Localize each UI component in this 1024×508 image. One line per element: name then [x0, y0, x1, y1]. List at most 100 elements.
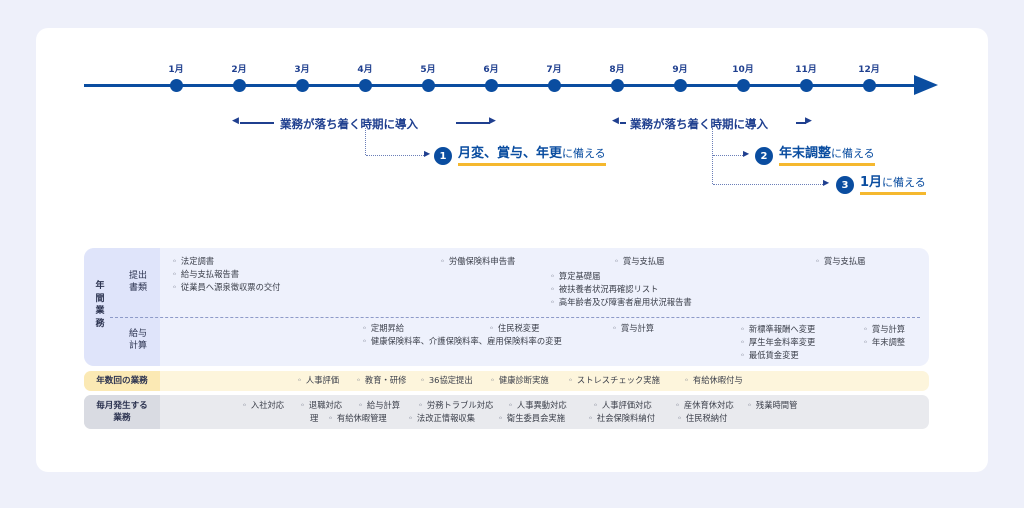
list-item: 社会保険料納付 [588, 413, 655, 424]
arrow-left-icon: ◀ [612, 116, 619, 126]
list-item: 年末調整 [863, 337, 905, 348]
list-item: 健康保険料率、介護保険料率、雇用保険料率の変更 [362, 336, 562, 347]
list-item: 新標準報酬へ変更 [740, 324, 815, 335]
month-label: 6月 [483, 65, 499, 75]
month-dot [232, 79, 246, 92]
goal-number-badge: 2 [755, 147, 773, 165]
annual-label: 年 間 業 務 [90, 280, 110, 330]
annual-label-char: 年 [95, 281, 105, 291]
annual-label-char: 務 [95, 318, 105, 329]
month-label: 1月 [168, 65, 184, 75]
phase-arrow-line [240, 122, 274, 124]
list-item: 従業員へ源泉徴収票の交付 [172, 282, 281, 293]
list-item: 衛生委員会実施 [498, 413, 565, 424]
goal-number-badge: 3 [836, 176, 854, 194]
goal-3: 3 1月に備える [836, 175, 926, 195]
month-dot [358, 79, 372, 92]
list-item: 算定基礎届 [550, 271, 601, 282]
phase-arrow-line [456, 122, 490, 124]
list-item: 給与計算 [358, 400, 400, 411]
goal-text: 月変、賞与、年更に備える [458, 146, 606, 166]
arrow-right-icon: ▶ [805, 116, 812, 126]
goal-text: 年末調整に備える [779, 146, 875, 166]
list-item: 人事評価対応 [593, 400, 652, 411]
list-item: 教育・研修 [356, 375, 407, 386]
phase-arrow-line [620, 122, 626, 124]
annual-label-column: 年 間 業 務 提出 書類 給与 計算 [84, 248, 160, 366]
payroll-label: 給与 計算 [118, 328, 158, 352]
connector-line [713, 155, 745, 156]
list-item: ストレスチェック実施 [568, 375, 660, 386]
list-item: 最低賃金変更 [740, 350, 799, 361]
submission-label-line: 書類 [128, 283, 147, 293]
goal-suffix: に備える [882, 176, 926, 189]
submission-label-line: 提出 [128, 271, 147, 281]
month-dot [673, 79, 687, 92]
list-item: 残業時間管 [747, 400, 798, 411]
monthly-label-line: 業務 [113, 413, 131, 423]
arrow-right-icon: ▶ [489, 116, 496, 126]
connector-line [712, 128, 713, 184]
list-item: 被扶養者状況再確認リスト [550, 284, 659, 295]
list-item: 人事評価 [297, 375, 339, 386]
phase-label: 業務が落ち着く時期に導入 [630, 117, 768, 131]
list-item: 労務トラブル対応 [418, 400, 493, 411]
list-item: 賞与支払届 [614, 256, 665, 267]
goal-2: 2 年末調整に備える [755, 146, 875, 166]
list-item: 有給休暇管理 [328, 413, 387, 424]
list-item: 定期昇給 [362, 323, 404, 334]
connector-line [366, 155, 426, 156]
month-label: 3月 [294, 65, 310, 75]
month-label: 2月 [231, 65, 247, 75]
several-times-label: 年数回の業務 [84, 371, 160, 391]
panel-divider [110, 317, 920, 318]
list-item: 産休育休対応 [675, 400, 734, 411]
list-item: 賞与計算 [612, 323, 654, 334]
goal-suffix: に備える [562, 147, 606, 160]
list-item: 健康診断実施 [490, 375, 549, 386]
phase-label: 業務が落ち着く時期に導入 [280, 117, 418, 131]
month-label: 7月 [546, 65, 562, 75]
month-label: 10月 [732, 65, 754, 75]
list-item: 賞与計算 [863, 324, 905, 335]
list-item: 36協定提出 [420, 375, 473, 386]
goal-suffix: に備える [831, 147, 875, 160]
annual-label-char: 間 [95, 293, 105, 304]
month-dot [736, 79, 750, 92]
month-label: 11月 [795, 65, 817, 75]
list-item: 入社対応 [242, 400, 284, 411]
phase-arrow-line [796, 122, 806, 124]
list-item: 法定調書 [172, 256, 214, 267]
goal-main: 年末調整 [779, 146, 832, 161]
connector-line [713, 184, 825, 185]
goal-main: 月変、賞与、年更 [458, 146, 563, 161]
month-dot [169, 79, 183, 92]
timeline-axis [84, 84, 919, 87]
connector-line [365, 128, 366, 155]
goal-1: 1 月変、賞与、年更に備える [434, 146, 606, 166]
arrow-right-icon: ▶ [424, 149, 431, 158]
month-label: 8月 [609, 65, 625, 75]
goal-main: 1月 [860, 175, 883, 190]
month-dot [862, 79, 876, 92]
arrow-right-icon: ▶ [823, 178, 830, 187]
month-label: 9月 [672, 65, 688, 75]
month-dot [610, 79, 624, 92]
payroll-label-line: 給与 [128, 329, 147, 339]
month-label: 12月 [858, 65, 880, 75]
month-dot [484, 79, 498, 92]
goal-number-badge: 1 [434, 147, 452, 165]
list-item: 給与支払報告書 [172, 269, 239, 280]
payroll-label-line: 計算 [128, 341, 147, 351]
annual-label-char: 業 [95, 306, 105, 316]
list-item: 有給休暇付与 [684, 375, 743, 386]
month-label: 4月 [357, 65, 373, 75]
list-item: 厚生年金料率変更 [740, 337, 815, 348]
month-dot [295, 79, 309, 92]
list-item: 賞与支払届 [815, 256, 866, 267]
goal-text: 1月に備える [860, 175, 926, 195]
list-item: 法改正情報収集 [408, 413, 475, 424]
month-dot [547, 79, 561, 92]
list-item: 高年齢者及び障害者雇用状況報告書 [550, 297, 692, 308]
list-item: 住民税納付 [677, 413, 728, 424]
